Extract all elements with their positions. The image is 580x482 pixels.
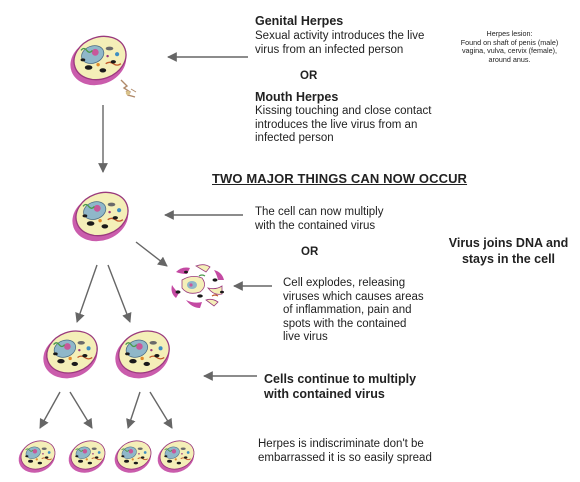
footer-note: Herpes is indiscriminate don't be embarr… (258, 438, 432, 465)
lesion-note-line: vagina, vulva, cervix (female), (461, 46, 558, 56)
explode-text-line: of inflammation, pain and (283, 304, 412, 316)
mouth-text-line: Kissing touching and close contact (255, 105, 432, 117)
multiply-text: The cell can now multiply with the conta… (255, 206, 383, 233)
footer-note-line: embarrassed it is so easily spread (258, 451, 432, 464)
infected-cell-top (63, 28, 134, 94)
footer-note-line: Herpes is indiscriminate don't be (258, 438, 424, 450)
genital-text: Sexual activity introduces the live viru… (255, 30, 424, 57)
explode-text: Cell explodes, releasing viruses which c… (283, 277, 424, 345)
granddaughter-cell-2 (63, 435, 110, 479)
lesion-note-line: around anus. (488, 54, 531, 64)
virus-dna-note: Virus joins DNA and stays in the cell (441, 235, 576, 267)
multiply-text-line: The cell can now multiply (255, 206, 384, 218)
infected-cell-middle (65, 184, 136, 250)
arrow-grand-3 (126, 391, 141, 429)
granddaughter-cell-1 (13, 435, 60, 479)
or-label: OR (301, 246, 319, 258)
explode-text-line: viruses which causes areas (283, 290, 424, 303)
mouth-heading: Mouth Herpes (255, 90, 339, 104)
explode-text-line: live virus (283, 331, 328, 343)
continue-note-line: Cells continue to multiply (264, 372, 417, 386)
lesion-note-line: Herpes lesion: (486, 29, 533, 38)
arrow-explode (135, 241, 168, 267)
exploded-cell (171, 264, 224, 308)
arrow-grand-1 (39, 391, 61, 429)
lesion-note-line: Found on shaft of penis (male) (460, 37, 559, 47)
genital-text-line: virus from an infected person (255, 43, 404, 56)
arrow-daughter-right (107, 264, 132, 323)
genital-text-line: Sexual activity introduces the live (255, 30, 425, 42)
genital-heading: Genital Herpes (255, 14, 344, 28)
or-label: OR (300, 70, 318, 82)
daughter-cell-right (108, 323, 177, 387)
major-title: TWO MAJOR THINGS CAN NOW OCCUR (212, 171, 468, 186)
arrow-grand-2 (69, 391, 93, 429)
granddaughter-cell-3 (109, 435, 156, 479)
mouth-text-line: introduces the live virus from an (255, 118, 418, 131)
virus-dna-line: stays in the cell (461, 252, 556, 266)
explode-text-line: spots with the contained (283, 317, 407, 330)
virus-dna-line: Virus joins DNA and (448, 236, 569, 250)
arrow-grand-4 (149, 391, 173, 429)
explode-text-line: Cell explodes, releasing (283, 277, 406, 289)
mouth-text: Kissing touching and close contact intro… (255, 105, 431, 146)
continue-note: Cells continue to multiply with containe… (264, 372, 416, 402)
granddaughter-cell-4 (152, 435, 199, 479)
arrow-daughter-left (75, 264, 98, 323)
daughter-cell-left (36, 323, 105, 387)
continue-note-line: with contained virus (264, 387, 385, 401)
multiply-text-line: with the contained virus (255, 219, 376, 232)
lesion-icon (120, 79, 137, 98)
lesion-note: Herpes lesion: Found on shaft of penis (… (452, 29, 567, 64)
mouth-text-line: infected person (255, 132, 334, 144)
